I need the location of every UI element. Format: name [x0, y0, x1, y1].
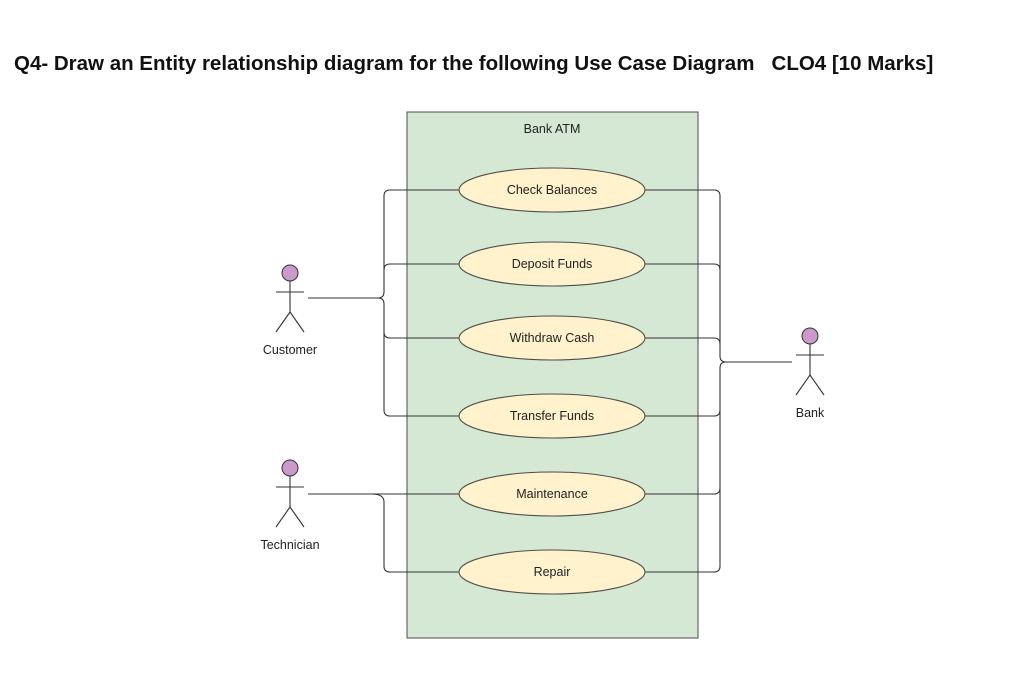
- use-case-transfer-funds: Transfer Funds: [458, 393, 646, 439]
- assoc-customer-check-balances: [308, 189, 460, 299]
- actor-head-icon: [281, 264, 299, 282]
- use-case-label: Withdraw Cash: [510, 331, 595, 345]
- actor-bank: Bank: [795, 327, 825, 420]
- assoc-bank-check-balances: [645, 189, 792, 363]
- assoc-bank-deposit-funds: [645, 263, 721, 271]
- actor-head-icon: [281, 459, 299, 477]
- association-lines: [308, 189, 792, 573]
- actor-label: Customer: [263, 343, 317, 357]
- assoc-customer-transfer-funds: [383, 332, 460, 417]
- actor-customer: Customer: [263, 264, 317, 357]
- actor-label: Technician: [260, 538, 319, 552]
- system-name: Bank ATM: [524, 122, 581, 136]
- use-case-repair: Repair: [458, 549, 646, 595]
- use-case-withdraw-cash: Withdraw Cash: [458, 315, 646, 361]
- assoc-customer-deposit-funds: [383, 263, 460, 271]
- use-case-maintenance: Maintenance: [458, 471, 646, 517]
- assoc-bank-withdraw-cash: [645, 337, 721, 345]
- use-case-label: Deposit Funds: [512, 257, 593, 271]
- use-case-check-balances: Check Balances: [458, 167, 646, 213]
- assoc-technician-repair: [371, 493, 460, 573]
- use-case-deposit-funds: Deposit Funds: [458, 241, 646, 287]
- actor-label: Bank: [796, 406, 825, 420]
- assoc-bank-repair: [645, 488, 721, 573]
- actor-technician: Technician: [260, 459, 320, 552]
- actor-head-icon: [801, 327, 819, 345]
- use-case-label: Transfer Funds: [510, 409, 594, 423]
- use-case-label: Repair: [534, 565, 571, 579]
- question-title: Q4- Draw an Entity relationship diagram …: [14, 52, 934, 75]
- use-case-label: Maintenance: [516, 487, 588, 501]
- use-case-label: Check Balances: [507, 183, 597, 197]
